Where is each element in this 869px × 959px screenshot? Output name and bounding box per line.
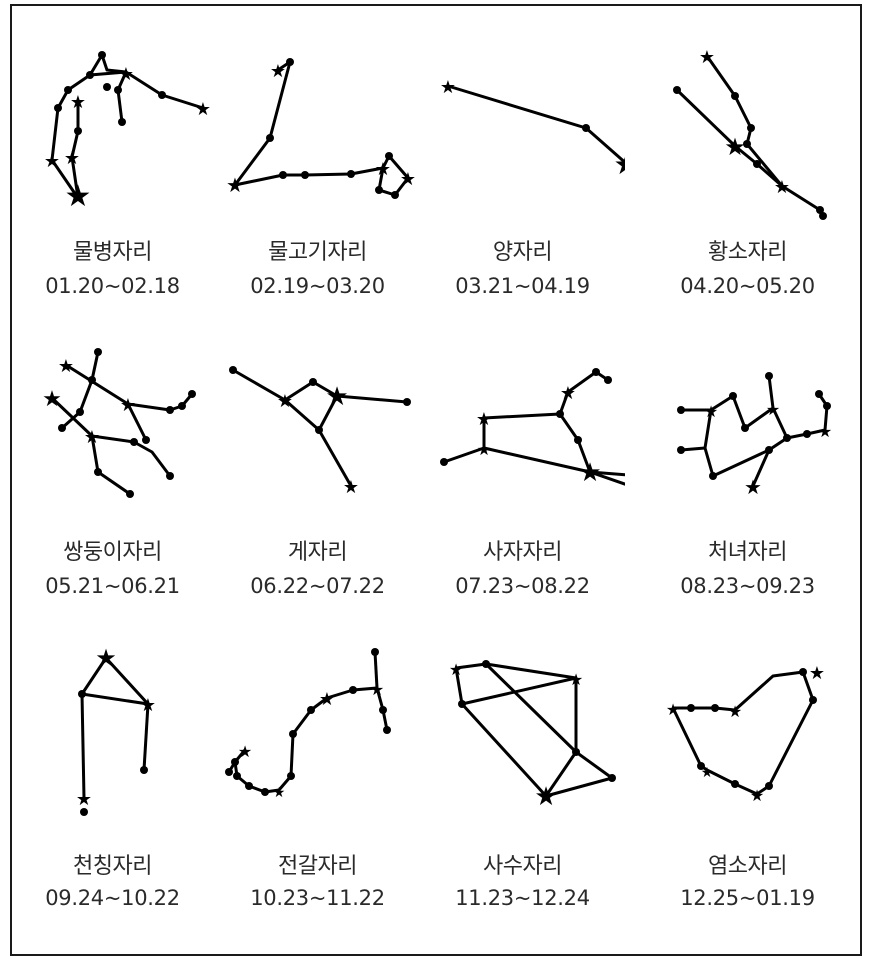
constellation-name: 게자리 <box>215 534 420 566</box>
svg-text:★: ★ <box>774 177 790 197</box>
cancer-diagram: ★ ★ ★ <box>215 310 420 540</box>
constellation-name: 쌍둥이자리 <box>10 534 215 566</box>
constellation-dates: 08.23~09.23 <box>645 574 850 598</box>
svg-text:★: ★ <box>578 458 601 487</box>
constellation-aries: ★ ★ 양자리 03.21~04.19 <box>420 0 625 310</box>
virgo-diagram: ★ ★ ★ ★ <box>645 310 850 540</box>
svg-text:★: ★ <box>58 356 74 376</box>
constellation-dates: 01.20~02.18 <box>10 274 215 298</box>
svg-text:★: ★ <box>120 395 136 415</box>
constellation-dates: 03.21~04.19 <box>420 274 625 298</box>
svg-text:★: ★ <box>238 744 252 761</box>
svg-text:★: ★ <box>325 382 348 411</box>
svg-text:★: ★ <box>766 402 780 419</box>
constellation-gemini: ★ ★ ★ ★ 쌍둥이자리 05.21~06.21 <box>10 310 215 620</box>
svg-text:★: ★ <box>704 404 718 421</box>
svg-text:★: ★ <box>449 662 463 679</box>
constellation-dates: 05.21~06.21 <box>10 574 215 598</box>
aries-diagram: ★ ★ <box>420 0 625 230</box>
svg-text:★: ★ <box>701 766 714 781</box>
svg-text:★: ★ <box>226 175 244 197</box>
svg-text:★: ★ <box>65 180 92 213</box>
svg-text:★: ★ <box>400 169 416 189</box>
constellation-leo: ★ ★ ★ ★ 사자자리 07.23~08.22 <box>420 310 625 620</box>
constellation-sagittarius: ★ ★ ★ 사수자리 11.23~12.24 <box>420 620 625 950</box>
svg-text:★: ★ <box>818 424 832 441</box>
constellation-dates: 10.23~11.22 <box>215 886 420 910</box>
scorpio-diagram: ★ ★ ★ ★ <box>215 620 420 850</box>
svg-text:★: ★ <box>273 786 286 801</box>
svg-text:★: ★ <box>343 477 359 497</box>
capricorn-diagram: ★ ★ ★ ★ ★ <box>645 620 850 850</box>
svg-text:★: ★ <box>809 663 825 683</box>
svg-text:★: ★ <box>375 159 391 179</box>
svg-text:★: ★ <box>440 77 456 97</box>
svg-text:★: ★ <box>76 789 92 809</box>
constellation-name: 염소자리 <box>645 848 850 880</box>
svg-text:★: ★ <box>118 64 134 84</box>
constellation-virgo: ★ ★ ★ ★ 처녀자리 08.23~09.23 <box>645 310 850 620</box>
svg-text:★: ★ <box>42 386 62 411</box>
svg-text:★: ★ <box>195 99 211 119</box>
constellation-taurus: ★ ★ ★ 황소자리 04.20~05.20 <box>645 0 850 310</box>
constellation-pisces: ★ ★ ★ ★ 물고기자리 02.19~03.20 <box>215 0 420 310</box>
svg-text:★: ★ <box>613 150 625 181</box>
sagittarius-diagram: ★ ★ ★ <box>420 620 625 850</box>
svg-text:★: ★ <box>666 702 680 719</box>
pisces-diagram: ★ ★ ★ ★ <box>215 0 420 230</box>
svg-text:★: ★ <box>270 61 286 81</box>
svg-text:★: ★ <box>277 391 293 411</box>
svg-text:★: ★ <box>319 689 335 709</box>
constellation-name: 사자자리 <box>420 534 625 566</box>
svg-text:★: ★ <box>370 682 384 699</box>
svg-text:★: ★ <box>534 782 557 811</box>
constellation-dates: 07.23~08.22 <box>420 574 625 598</box>
taurus-diagram: ★ ★ ★ <box>645 0 850 230</box>
svg-text:★: ★ <box>64 148 80 168</box>
constellation-aquarius: ★ ★ ★ ★ ★ ★ 물병자리 01.20~02.18 <box>10 0 215 310</box>
constellation-dates: 04.20~05.20 <box>645 274 850 298</box>
constellation-scorpio: ★ ★ ★ ★ 전갈자리 10.23~11.22 <box>215 620 420 950</box>
svg-text:★: ★ <box>744 477 762 499</box>
constellation-capricorn: ★ ★ ★ ★ ★ 염소자리 12.25~01.19 <box>645 620 850 950</box>
constellation-dates: 06.22~07.22 <box>215 574 420 598</box>
constellation-dates: 12.25~01.19 <box>645 886 850 910</box>
constellation-libra: ★ ★ ★ 천칭자리 09.24~10.22 <box>10 620 215 950</box>
constellation-name: 물고기자리 <box>215 234 420 266</box>
constellation-name: 양자리 <box>420 234 625 266</box>
constellation-cancer: ★ ★ ★ 게자리 06.22~07.22 <box>215 310 420 620</box>
constellation-name: 사수자리 <box>420 848 625 880</box>
svg-text:★: ★ <box>569 672 583 689</box>
svg-text:★: ★ <box>728 704 742 721</box>
constellation-name: 천칭자리 <box>10 848 215 880</box>
svg-text:★: ★ <box>140 695 156 715</box>
gemini-diagram: ★ ★ ★ ★ <box>10 310 215 540</box>
svg-text:★: ★ <box>44 151 60 171</box>
constellation-dates: 09.24~10.22 <box>10 886 215 910</box>
libra-diagram: ★ ★ ★ <box>10 620 215 850</box>
constellation-dates: 11.23~12.24 <box>420 886 625 910</box>
svg-text:★: ★ <box>750 788 764 805</box>
svg-text:★: ★ <box>699 47 715 67</box>
svg-text:★: ★ <box>476 409 492 429</box>
constellation-name: 처녀자리 <box>645 534 850 566</box>
svg-text:★: ★ <box>95 646 117 672</box>
constellation-name: 황소자리 <box>645 234 850 266</box>
svg-text:★: ★ <box>70 92 86 112</box>
constellation-name: 전갈자리 <box>215 848 420 880</box>
leo-diagram: ★ ★ ★ ★ <box>420 310 625 540</box>
svg-text:★: ★ <box>84 427 100 447</box>
svg-text:★: ★ <box>560 383 576 403</box>
constellation-dates: 02.19~03.20 <box>215 274 420 298</box>
aquarius-diagram: ★ ★ ★ ★ ★ ★ <box>10 0 215 230</box>
constellation-name: 물병자리 <box>10 234 215 266</box>
svg-text:★: ★ <box>724 135 746 161</box>
svg-text:★: ★ <box>477 442 491 459</box>
